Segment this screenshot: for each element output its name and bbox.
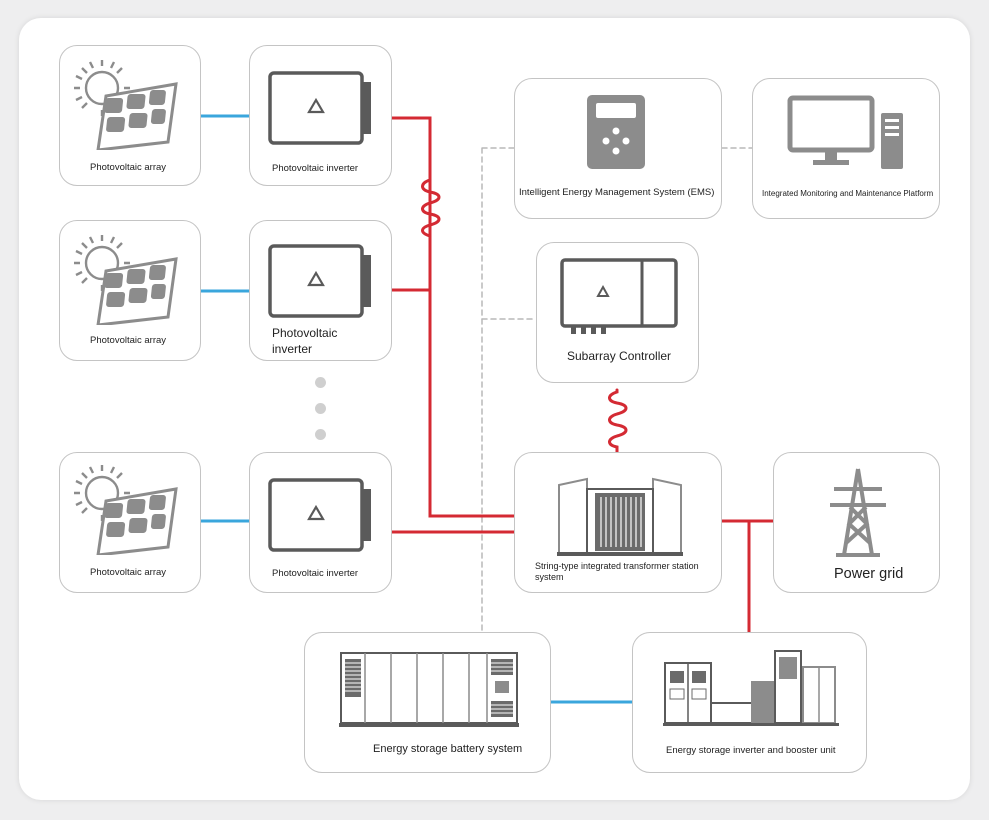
pv-inverter-node-2[interactable]: Photovoltaic inverter [249,220,392,361]
subarray-controller-node[interactable]: Subarray Controller [536,242,699,383]
solar-panel-icon [74,465,178,555]
comm-line-ems [481,147,515,633]
transformer-station-icon [557,477,683,556]
pv-array-node-1[interactable]: Photovoltaic array [59,45,201,186]
ems-controller-icon [587,95,645,169]
coil-pv-bus [421,178,441,238]
solar-panel-icon [74,235,178,325]
pv-inverter-label: Photovoltaic inverter [272,326,338,357]
computer-monitor-icon [787,95,903,169]
booster-unit-icon [663,650,839,726]
pv-array-label: Photovoltaic array [90,567,167,578]
transformer-station-label: String-type integrated transformer stati… [535,561,699,583]
battery-rack-icon [339,652,519,727]
pv-array-node-3[interactable]: Photovoltaic array [59,452,201,593]
pv-inverter-node-3[interactable]: Photovoltaic inverter [249,452,392,593]
pv-array-label: Photovoltaic array [90,162,167,173]
ellipsis-dot [315,429,326,440]
pv-inverter-label: Photovoltaic inverter [272,568,359,579]
solar-panel-icon [74,60,178,150]
subarray-controller-icon [560,258,678,334]
inverter-icon [268,244,371,318]
power-line-grid [720,519,775,634]
coil-subarray [608,388,628,454]
monitoring-platform-label: Integrated Monitoring and Maintenance Pl… [762,189,934,198]
ems-label: Intelligent Energy Management System (EM… [519,187,715,198]
inverter-icon [268,71,371,145]
pv-array-node-2[interactable]: Photovoltaic array [59,220,201,361]
ems-node[interactable]: Intelligent Energy Management System (EM… [514,78,722,219]
power-grid-node[interactable]: Power grid [773,452,940,593]
pv-array-label: Photovoltaic array [90,335,167,346]
transformer-station-node[interactable]: String-type integrated transformer stati… [514,452,722,593]
transmission-tower-icon [830,468,886,557]
inverter-icon [268,478,371,552]
monitoring-platform-node[interactable]: Integrated Monitoring and Maintenance Pl… [752,78,940,219]
power-line-bus [389,116,516,518]
ellipsis-dot [315,377,326,388]
booster-unit-node[interactable]: Energy storage inverter and booster unit [632,632,867,773]
battery-system-node[interactable]: Energy storage battery system [304,632,551,773]
power-grid-label: Power grid [834,566,904,582]
booster-unit-label: Energy storage inverter and booster unit [666,745,836,756]
pv-inverter-node-1[interactable]: Photovoltaic inverter [249,45,392,186]
pv-inverter-label: Photovoltaic inverter [272,163,359,174]
battery-system-label: Energy storage battery system [373,743,523,755]
ellipsis-dot [315,403,326,414]
subarray-controller-label: Subarray Controller [567,349,672,363]
